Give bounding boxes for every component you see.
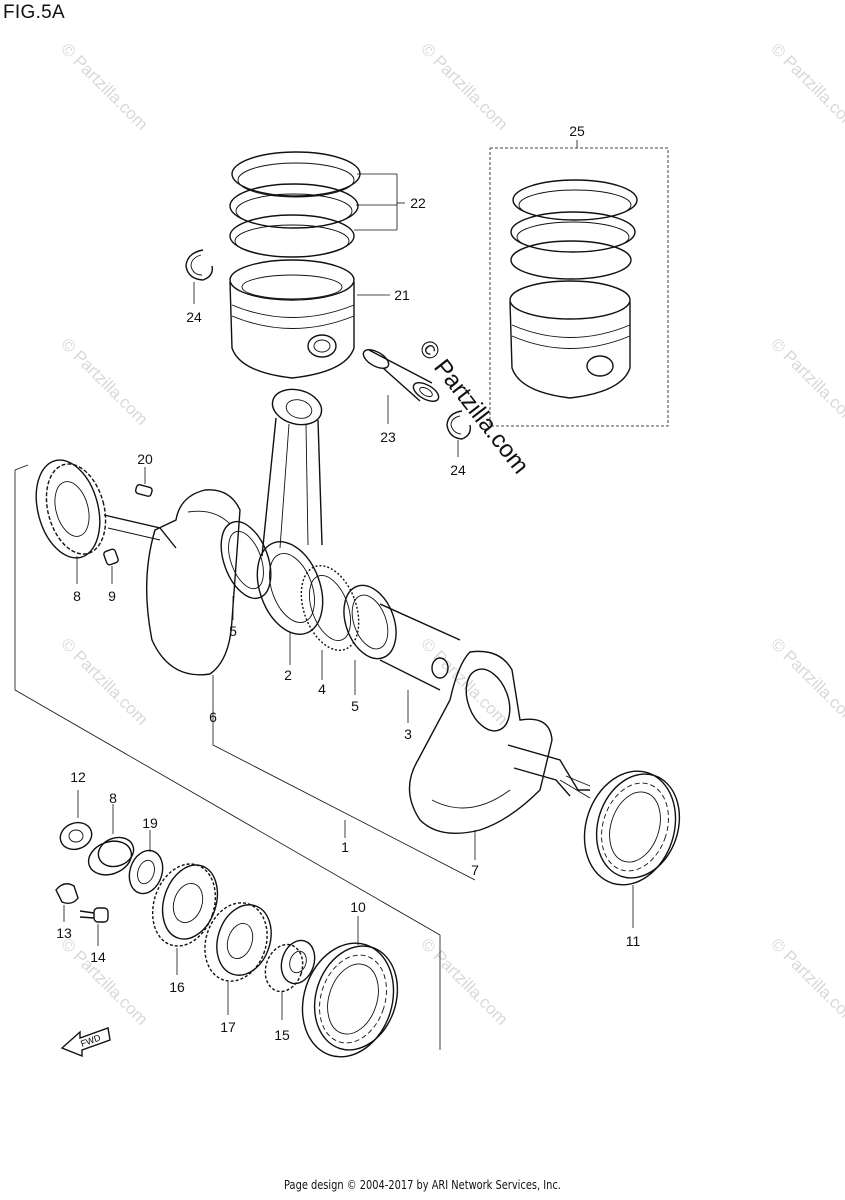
woodruff-key bbox=[103, 548, 119, 584]
watermark-tile: © Partzilla.com bbox=[767, 39, 845, 133]
callout-1: 1 bbox=[341, 839, 349, 855]
figure-title: FIG.5A bbox=[3, 2, 65, 23]
watermark-tile: © Partzilla.com bbox=[767, 334, 845, 428]
callout-3: 3 bbox=[404, 726, 412, 742]
callout-24-lower: 24 bbox=[450, 462, 466, 478]
piston-set bbox=[489, 140, 669, 427]
connecting-rod bbox=[256, 388, 324, 665]
callout-4: 4 bbox=[318, 681, 326, 697]
watermark-tile: © Partzilla.com bbox=[417, 634, 511, 728]
forward-arrow-icon: FWD bbox=[60, 1027, 111, 1058]
callout-labels: 25 22 21 24 23 24 20 8 9 5 2 4 5 6 3 12 … bbox=[56, 123, 640, 1043]
crankshaft-assembly-bracket bbox=[14, 464, 476, 1050]
primary-drive-gear bbox=[151, 863, 219, 975]
watermark-tile: © Partzilla.com bbox=[57, 634, 151, 728]
callout-14: 14 bbox=[90, 949, 106, 965]
callout-12: 12 bbox=[70, 769, 86, 785]
main-bearing-lower bbox=[301, 916, 399, 1058]
piston bbox=[229, 259, 390, 379]
watermark-tile: © Partzilla.com bbox=[417, 934, 511, 1028]
callout-19: 19 bbox=[142, 815, 158, 831]
callout-24-upper: 24 bbox=[186, 309, 202, 325]
watermark-tile: © Partzilla.com bbox=[417, 39, 511, 133]
lock-washer bbox=[55, 883, 79, 922]
callout-17: 17 bbox=[220, 1019, 236, 1035]
woodruff-key bbox=[134, 467, 153, 497]
partzilla-watermark: © Partzilla.com bbox=[413, 335, 534, 479]
thrust-washer bbox=[128, 830, 164, 895]
callout-5-right: 5 bbox=[351, 698, 359, 714]
watermark-tile: © Partzilla.com bbox=[57, 39, 151, 133]
crank-pin-assembly bbox=[232, 565, 461, 723]
callout-20: 20 bbox=[137, 451, 153, 467]
crank-gear bbox=[35, 459, 107, 584]
piston-pin bbox=[362, 349, 440, 424]
callout-7: 7 bbox=[471, 862, 479, 878]
left-crank-web bbox=[103, 489, 272, 705]
callout-25: 25 bbox=[569, 123, 585, 139]
callout-8-lower: 8 bbox=[109, 790, 117, 806]
piston-pin-circlip bbox=[185, 249, 213, 304]
watermark-tiles: © Partzilla.com © Partzilla.com © Partzi… bbox=[57, 39, 845, 1028]
callout-2: 2 bbox=[284, 667, 292, 683]
right-crank-web bbox=[408, 650, 591, 860]
piston-pin-circlip bbox=[446, 410, 472, 457]
watermark-tile: © Partzilla.com bbox=[767, 634, 845, 728]
callout-13: 13 bbox=[56, 925, 72, 941]
screw bbox=[79, 907, 109, 946]
watermark-tile: © Partzilla.com bbox=[57, 334, 151, 428]
callout-21: 21 bbox=[394, 287, 410, 303]
callout-23: 23 bbox=[380, 429, 396, 445]
piston-rings bbox=[229, 151, 405, 258]
callout-8-upper: 8 bbox=[73, 588, 81, 604]
cam-drive-gear bbox=[204, 902, 272, 1015]
page-footer: Page design © 2004-2017 by ARI Network S… bbox=[284, 1178, 561, 1192]
callout-16: 16 bbox=[169, 979, 185, 995]
callout-5-left: 5 bbox=[229, 623, 237, 639]
crank-gear-lower bbox=[87, 804, 135, 876]
small-gear bbox=[264, 939, 316, 1020]
callout-11: 11 bbox=[626, 933, 641, 949]
callout-22: 22 bbox=[410, 195, 426, 211]
callout-10: 10 bbox=[350, 899, 366, 915]
main-bearing bbox=[583, 770, 681, 928]
callout-6: 6 bbox=[209, 709, 217, 725]
callout-9: 9 bbox=[108, 588, 116, 604]
watermark-tile: © Partzilla.com bbox=[767, 934, 845, 1028]
balancer-bushing bbox=[59, 790, 93, 851]
callout-15: 15 bbox=[274, 1027, 290, 1043]
